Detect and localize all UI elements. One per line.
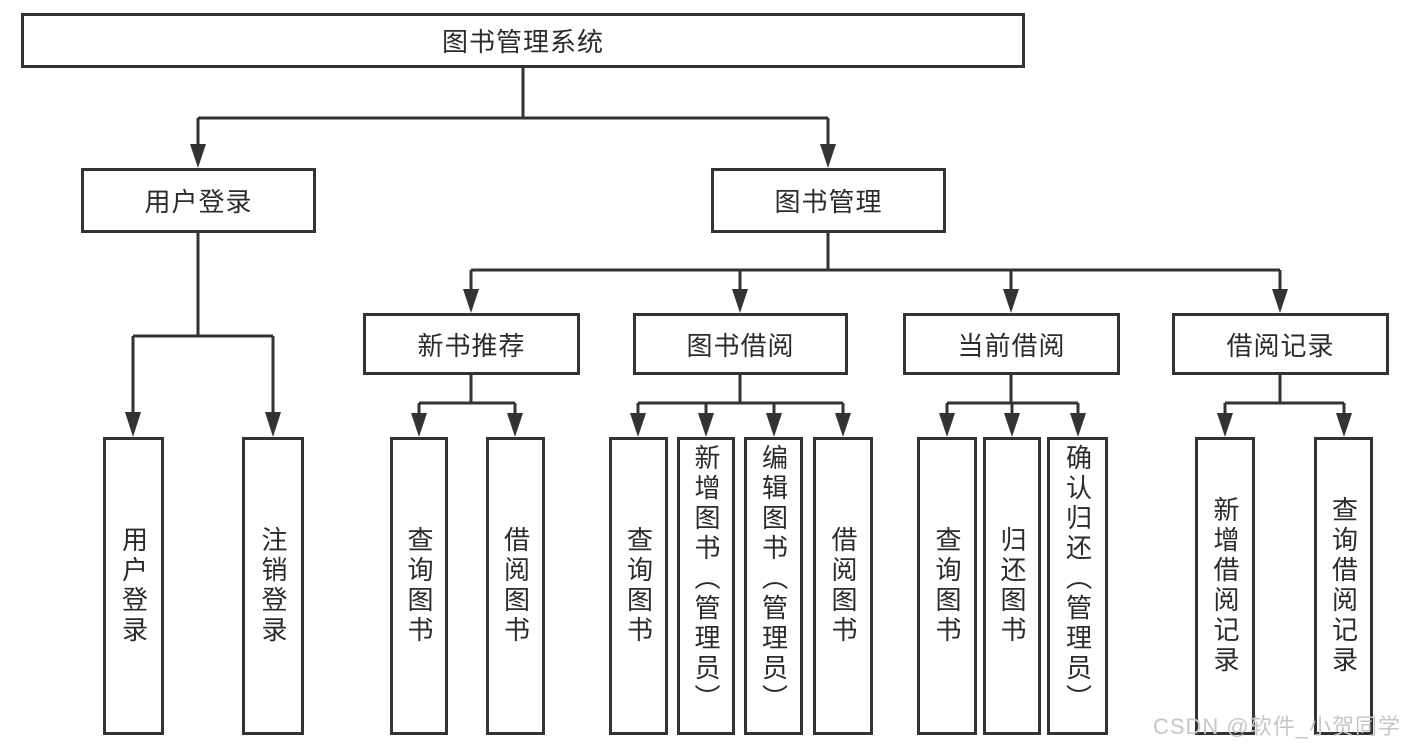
node-current-borrowing: 当前借阅	[903, 313, 1120, 375]
arrow-down-icon	[125, 412, 141, 437]
node-new-book-recommend: 新书推荐	[363, 313, 580, 375]
arrow-down-icon	[1003, 289, 1019, 313]
node-borrowing-records: 借阅记录	[1172, 313, 1389, 375]
leaf-add-borrow-record: 新增借阅记录	[1195, 437, 1255, 735]
leaf-edit-books-admin: 编辑图书（管理员）	[744, 437, 803, 735]
leaf-add-books-admin: 新增图书（管理员）	[677, 437, 735, 735]
leaf-borrow-books-borrowing-label: 借阅图书	[828, 526, 858, 646]
node-book-management: 图书管理	[711, 168, 946, 233]
node-book-borrowing: 图书借阅	[633, 313, 848, 375]
leaf-return-books-label: 归还图书	[997, 526, 1027, 646]
node-user-login: 用户登录	[81, 168, 316, 233]
watermark-text: CSDN @软件_小贺同学	[1152, 714, 1401, 739]
arrow-down-icon	[1336, 413, 1352, 437]
leaf-borrow-books-recommend-label: 借阅图书	[500, 526, 531, 646]
leaf-add-books-admin-label: 新增图书（管理员）	[691, 444, 721, 714]
leaf-confirm-return-admin: 确认归还（管理员）	[1047, 437, 1108, 735]
connector-user-login-children	[125, 232, 281, 437]
arrow-down-icon	[411, 413, 427, 437]
connector-current-borrowing-children	[939, 375, 1086, 437]
leaf-query-books-borrowing: 查询图书	[609, 437, 668, 735]
leaf-add-borrow-record-label: 新增借阅记录	[1210, 496, 1240, 676]
node-book-management-label: 图书管理	[774, 187, 883, 217]
leaf-user-login-label: 用户登录	[118, 526, 149, 646]
arrow-down-icon	[835, 413, 851, 437]
connector-line	[945, 375, 1080, 414]
connector-line	[131, 232, 275, 414]
leaf-borrow-books-borrowing: 借阅图书	[813, 437, 873, 735]
arrow-down-icon	[939, 413, 955, 437]
node-book-borrowing-label: 图书借阅	[686, 330, 795, 361]
arrow-down-icon	[1070, 413, 1086, 437]
connector-line	[417, 375, 517, 414]
node-root: 图书管理系统	[21, 13, 1025, 68]
arrow-down-icon	[1272, 289, 1288, 313]
arrow-down-icon	[630, 413, 646, 437]
arrow-down-icon	[820, 144, 836, 168]
node-new-book-recommend-label: 新书推荐	[417, 330, 526, 361]
node-current-borrowing-label: 当前借阅	[957, 330, 1066, 361]
leaf-logout-login-label: 注销登录	[258, 526, 288, 646]
arrow-down-icon	[698, 413, 714, 437]
leaf-query-books-recommend: 查询图书	[390, 437, 448, 735]
leaf-user-login: 用户登录	[103, 437, 164, 735]
arrow-down-icon	[507, 413, 523, 437]
leaf-logout-login: 注销登录	[242, 437, 304, 735]
arrow-down-icon	[732, 289, 748, 313]
connector-book-management-to-level3	[463, 233, 1288, 313]
connector-book-borrowing-children	[630, 375, 851, 437]
connector-line	[469, 233, 1282, 290]
arrow-down-icon	[1004, 413, 1020, 437]
connector-root-to-level2	[190, 68, 836, 168]
leaf-query-borrow-record: 查询借阅记录	[1314, 437, 1373, 735]
leaf-edit-books-admin-label: 编辑图书（管理员）	[758, 444, 789, 714]
leaf-query-books-current: 查询图书	[917, 437, 977, 735]
connector-borrowing-records-children	[1217, 375, 1352, 437]
connector-line	[1223, 375, 1346, 414]
leaf-borrow-books-recommend: 借阅图书	[486, 437, 545, 735]
node-borrowing-records-label: 借阅记录	[1226, 330, 1335, 361]
node-root-label: 图书管理系统	[441, 27, 604, 57]
leaf-query-books-recommend-label: 查询图书	[404, 526, 434, 646]
arrow-down-icon	[190, 144, 206, 168]
leaf-query-books-current-label: 查询图书	[932, 526, 962, 646]
arrow-down-icon	[1217, 413, 1233, 437]
leaf-query-borrow-record-label: 查询借阅记录	[1328, 496, 1359, 676]
arrow-down-icon	[766, 413, 782, 437]
connector-new-book-recommend-children	[411, 375, 523, 437]
leaf-confirm-return-admin-label: 确认归还（管理员）	[1062, 444, 1093, 714]
node-user-login-label: 用户登录	[144, 187, 253, 217]
leaf-query-books-borrowing-label: 查询图书	[623, 526, 654, 646]
connector-line	[636, 375, 845, 414]
arrow-down-icon	[265, 412, 281, 437]
leaf-return-books: 归还图书	[983, 437, 1041, 735]
connector-line	[196, 68, 830, 146]
arrow-down-icon	[463, 289, 479, 313]
